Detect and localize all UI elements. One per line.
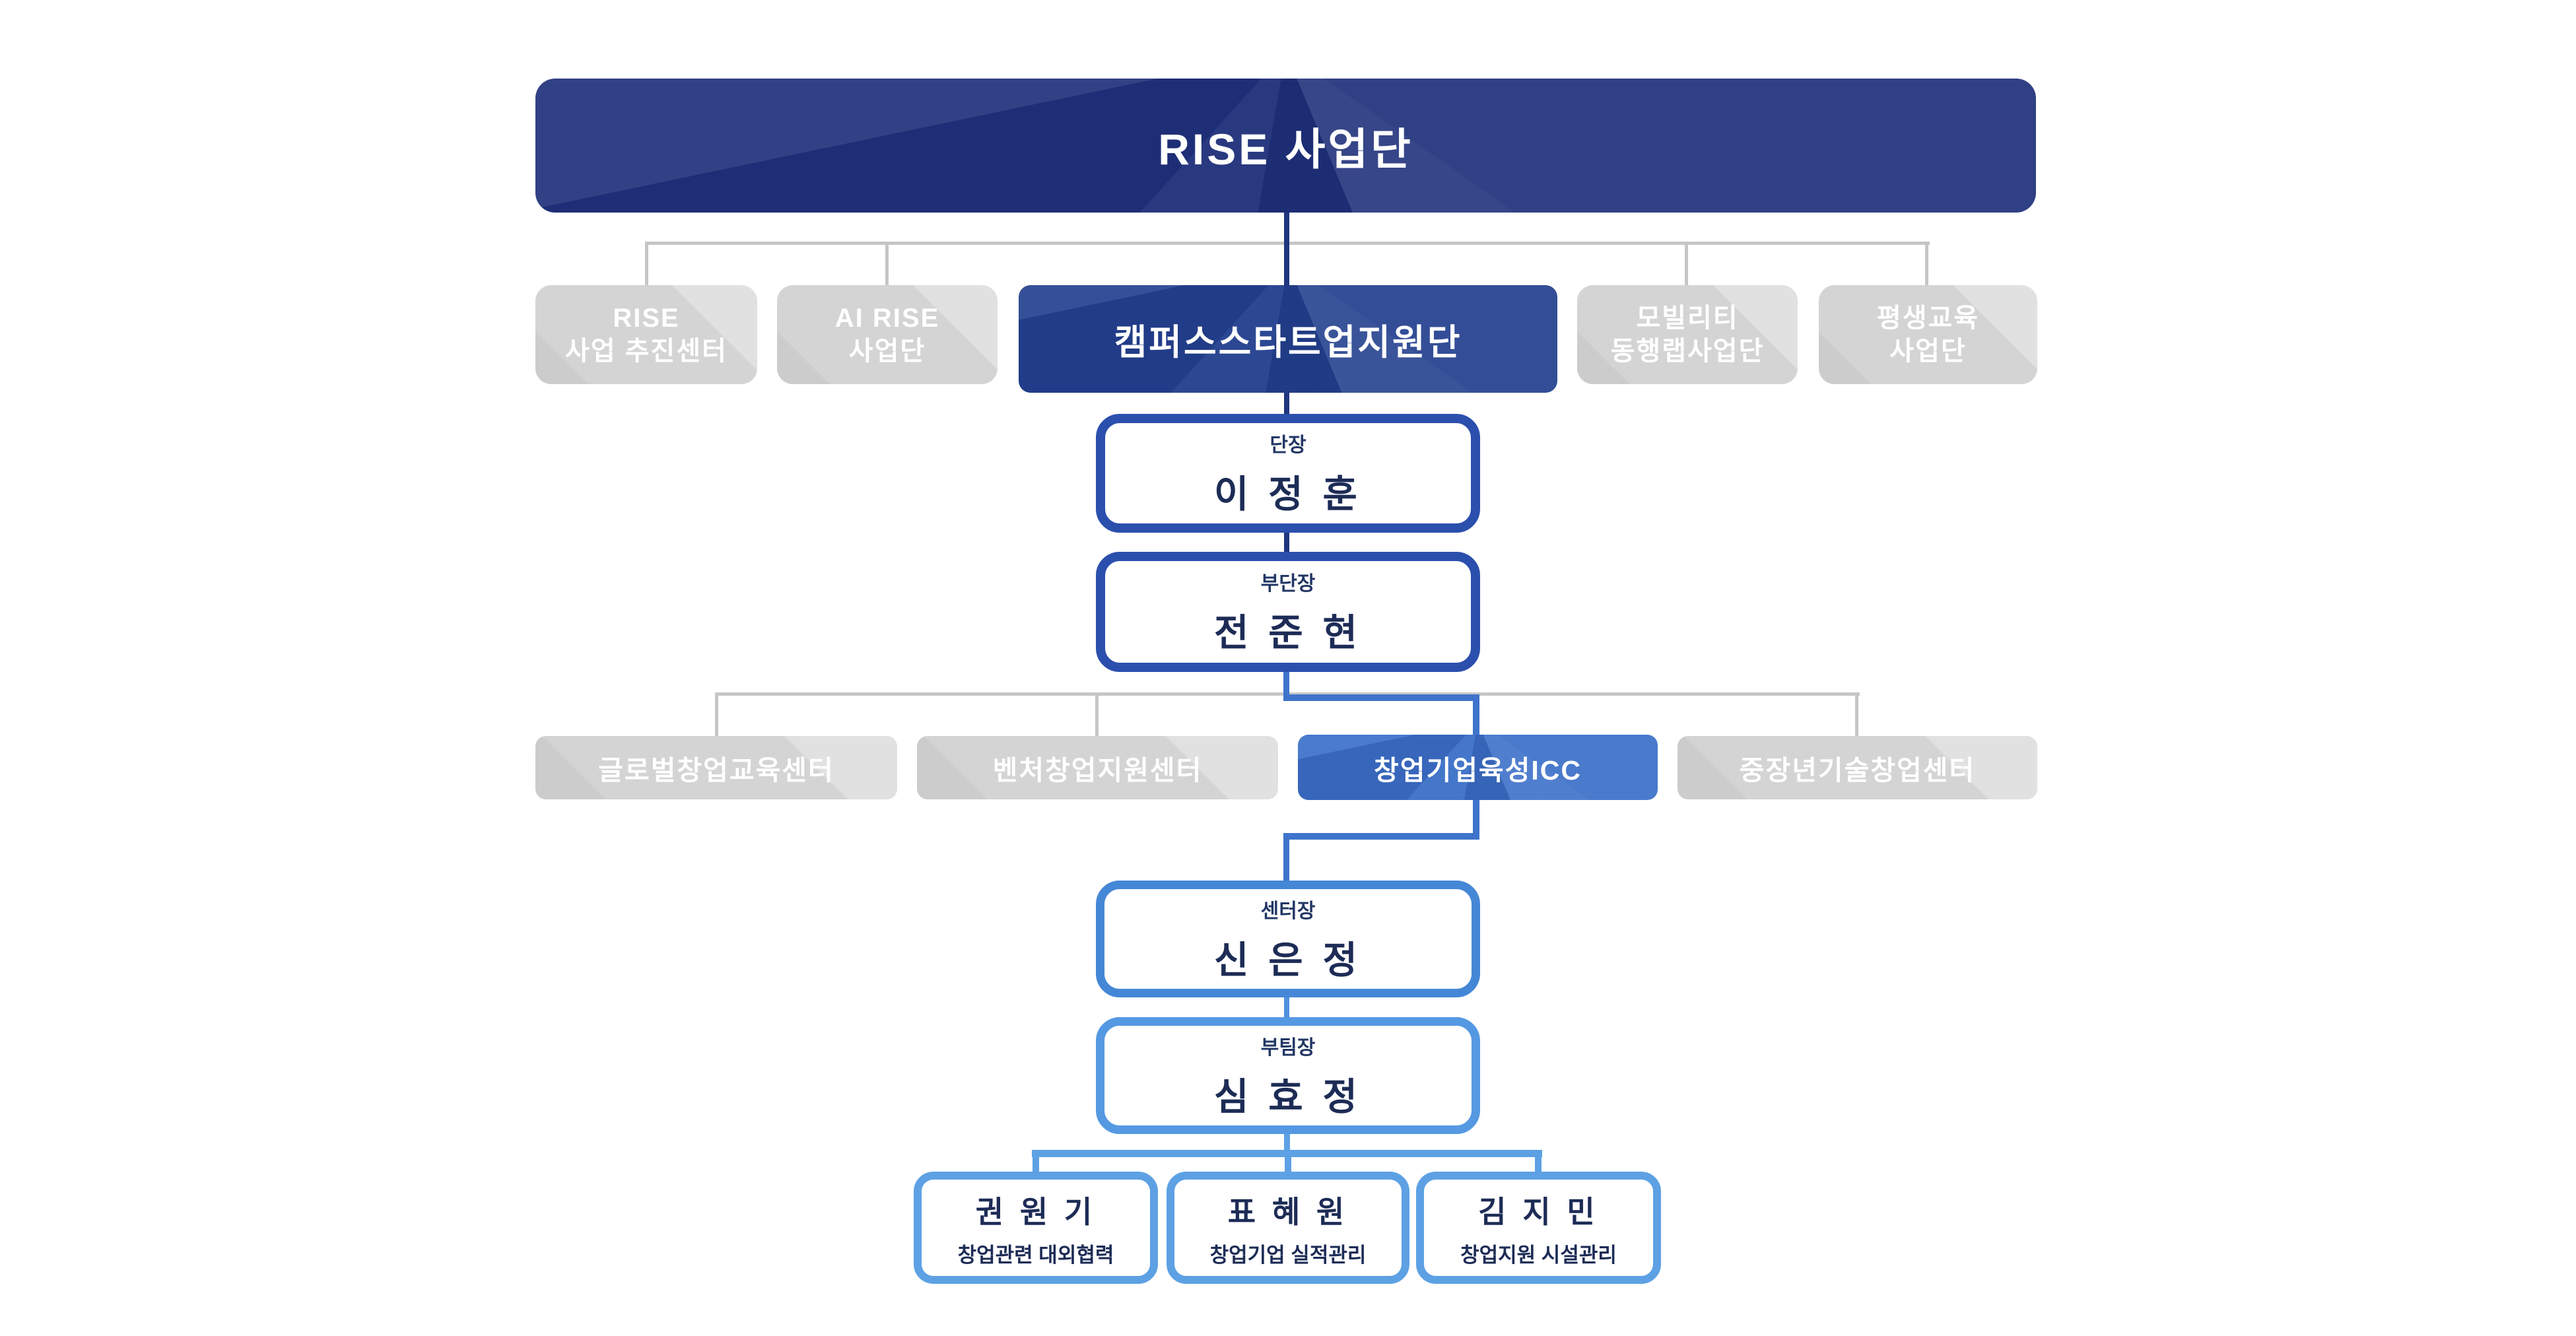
center-box-label: 중장년기술창업센터 <box>1739 755 1976 785</box>
connector-drop-center-2 <box>1095 692 1099 737</box>
center-box-label: 글로벌창업교육센터 <box>598 755 834 785</box>
leader-box-danjang: 단장 이 정 훈 <box>1096 414 1480 533</box>
staff-box-pyo-hye-won: 표 혜 원 창업기업 실적관리 <box>1167 1172 1409 1284</box>
connector-drop-division-4 <box>1685 242 1688 286</box>
staff-box-kwon-won-gi: 권 원 기 창업관련 대외협력 <box>914 1172 1158 1284</box>
connector-elbow-to-centerjang <box>1283 833 1289 882</box>
root-node-label: RISE 사업단 <box>1158 124 1413 174</box>
division-box-rise-promotion-center: RISE 사업 추진센터 <box>535 285 757 384</box>
leader-title: 센터장 <box>1260 900 1316 922</box>
leader-title: 부팀장 <box>1260 1036 1316 1059</box>
division-box-label: AI RISE 사업단 <box>834 304 940 366</box>
connector-icc-down <box>1473 799 1479 840</box>
connector-drop-division-1 <box>645 242 648 286</box>
connector-danjang-to-budanjang <box>1284 533 1289 552</box>
leader-box-centerjang: 센터장 신 은 정 <box>1096 881 1480 997</box>
center-box-startup-incubation-icc-highlighted: 창업기업육성ICC <box>1298 735 1658 800</box>
center-box-venture-startup-support: 벤처창업지원센터 <box>917 736 1278 799</box>
connector-drop-center-1 <box>715 692 718 737</box>
staff-role: 창업관련 대외협력 <box>957 1243 1114 1267</box>
division-box-campus-startup-highlighted: 캠퍼스스타트업지원단 <box>1019 285 1557 393</box>
division-box-label: RISE 사업 추진센터 <box>565 304 728 366</box>
connector-root-to-campus <box>1284 213 1289 286</box>
division-box-mobility-lab: 모빌리티 동행랩사업단 <box>1577 285 1798 384</box>
leader-name: 심 효 정 <box>1214 1075 1362 1118</box>
division-box-label: 캠퍼스스타트업지원단 <box>1114 323 1462 362</box>
staff-name: 김 지 민 <box>1478 1194 1599 1229</box>
connector-elbow-to-icc-drop <box>1473 694 1479 737</box>
connector-buteamjang-down <box>1284 1133 1290 1153</box>
root-node-rise-project-group: RISE 사업단 <box>535 79 2036 213</box>
connector-drop-division-5 <box>1925 242 1928 286</box>
division-box-label: 모빌리티 동행랩사업단 <box>1610 304 1765 366</box>
connector-drop-staff-2 <box>1285 1150 1291 1173</box>
leader-box-budanjang: 부단장 전 준 현 <box>1096 552 1480 672</box>
connector-drop-division-2 <box>885 242 889 286</box>
connector-elbow-from-icc-horizontal <box>1283 833 1479 840</box>
staff-box-kim-ji-min: 김 지 민 창업지원 시설관리 <box>1416 1172 1661 1284</box>
staff-role: 창업지원 시설관리 <box>1460 1243 1617 1267</box>
connector-campus-to-danjang <box>1284 393 1289 415</box>
leader-name: 전 준 현 <box>1214 612 1362 654</box>
connector-elbow-to-icc-horizontal <box>1283 694 1479 701</box>
center-box-global-startup-education: 글로벌창업교육센터 <box>535 736 897 799</box>
division-box-label: 평생교육 사업단 <box>1876 304 1980 366</box>
leader-title: 단장 <box>1270 434 1306 456</box>
center-box-label: 창업기업육성ICC <box>1374 754 1582 785</box>
center-box-senior-tech-startup: 중장년기술창업센터 <box>1678 736 2037 799</box>
center-box-label: 벤처창업지원센터 <box>992 755 1203 785</box>
staff-role: 창업기업 실적관리 <box>1209 1243 1367 1267</box>
staff-name: 권 원 기 <box>975 1194 1097 1229</box>
connector-drop-staff-3 <box>1535 1150 1542 1173</box>
leader-name: 신 은 정 <box>1214 939 1362 982</box>
staff-name: 표 혜 원 <box>1227 1194 1349 1229</box>
leader-name: 이 정 훈 <box>1214 473 1362 516</box>
leader-box-buteamjang: 부팀장 심 효 정 <box>1096 1017 1480 1134</box>
leader-title: 부단장 <box>1260 573 1316 595</box>
division-box-ai-rise: AI RISE 사업단 <box>777 285 998 384</box>
division-box-lifelong-education: 평생교육 사업단 <box>1819 285 2037 384</box>
connector-centerjang-to-buteamjang <box>1284 997 1289 1019</box>
connector-drop-center-4 <box>1855 692 1858 737</box>
connector-drop-staff-1 <box>1033 1150 1039 1173</box>
connector-budanjang-down <box>1283 671 1289 701</box>
